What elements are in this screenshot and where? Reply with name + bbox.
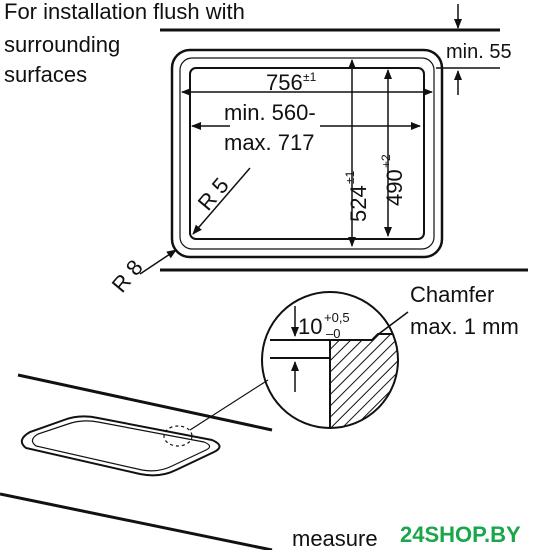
inner-depth-tolerance-label: +2 — [379, 154, 393, 168]
depth-tolerance-label: ±1 — [343, 170, 357, 184]
worktop-edge-front — [0, 492, 273, 550]
width-main-label: 756 — [266, 70, 303, 95]
thickness-tol-lower: –0 — [326, 326, 340, 341]
detail-leader-line — [189, 379, 269, 431]
depth-main-label: 524 — [346, 185, 371, 222]
heading-line-1: For installation flush with — [4, 0, 245, 24]
radius-outer-leader — [139, 249, 177, 275]
cutout-frame-border — [179, 57, 435, 250]
radius-inner-leader — [192, 167, 251, 235]
measure-label: measure — [292, 526, 378, 550]
inner-width-line-2: max. 717 — [224, 130, 315, 155]
thickness-main-label: 10 — [298, 314, 322, 339]
min-edge-label: min. 55 — [446, 41, 512, 63]
radius-outer-label: R 8 — [107, 255, 148, 297]
chamfer-line-2: max. 1 mm — [410, 314, 519, 339]
chamfer-leader — [375, 311, 409, 337]
worktop-cutout — [20, 415, 221, 477]
detail-callout-marker — [163, 425, 193, 447]
watermark-logo: 24SHOP.BY — [400, 522, 521, 547]
chamfer-line-1: Chamfer — [410, 282, 494, 307]
radius-inner-label: R 5 — [193, 173, 234, 215]
detail-magnifier — [261, 291, 399, 429]
heading-line-2: surrounding — [4, 32, 120, 57]
cutout-inner-frame — [189, 67, 425, 240]
cutout-outer-frame — [170, 48, 444, 259]
inner-depth-main-label: 490 — [382, 169, 407, 206]
heading-line-3: surfaces — [4, 62, 87, 87]
inner-width-line-1: min. 560- — [224, 100, 316, 125]
worktop-edge-back — [17, 373, 273, 432]
width-tolerance-label: ±1 — [303, 70, 317, 84]
thickness-tol-upper: +0,5 — [324, 310, 350, 325]
